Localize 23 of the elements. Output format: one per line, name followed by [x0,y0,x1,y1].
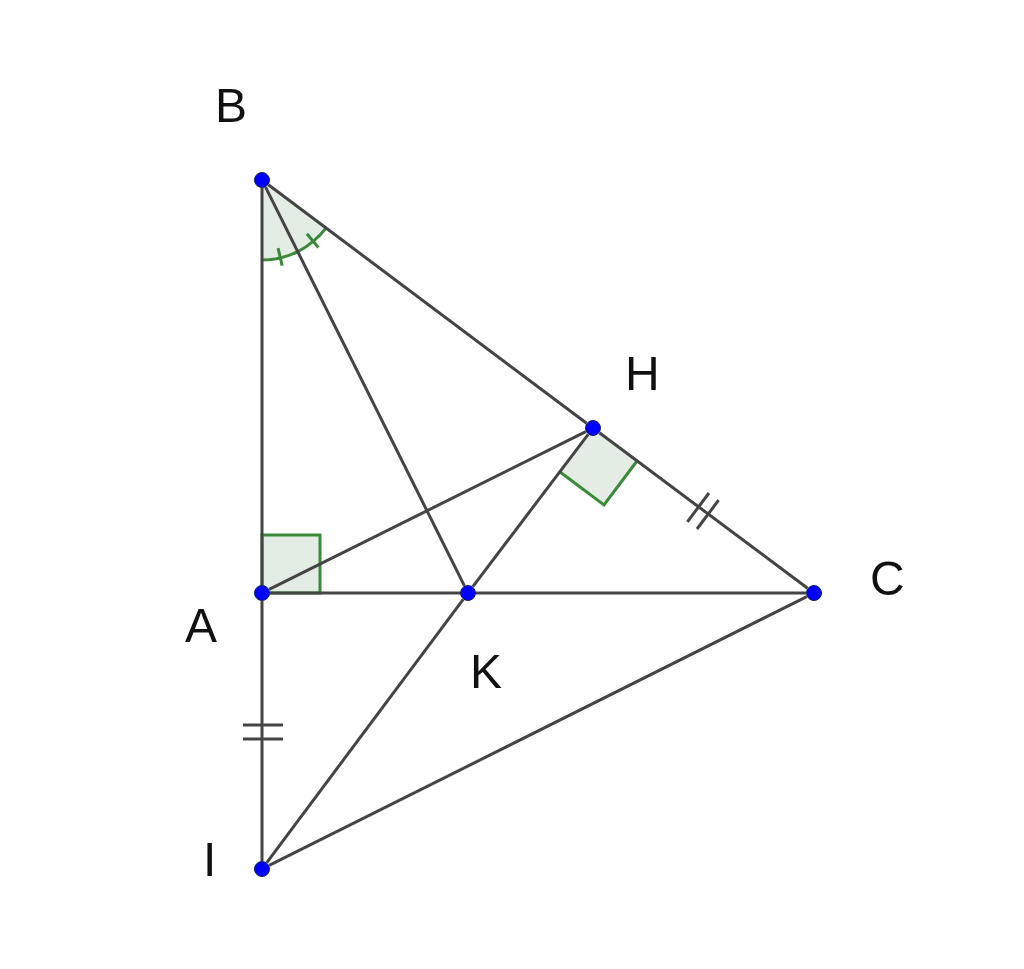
line-segment [476,591,806,595]
point-marker [254,172,270,188]
line-segment [471,433,590,588]
point-label: B [215,82,247,130]
point-label: H [625,350,660,398]
line-segment [264,186,466,587]
point-marker [254,585,270,601]
line-segment [265,598,465,864]
line-segment [268,595,808,867]
line-segment [267,183,588,425]
point-marker [460,585,476,601]
line-segment [270,591,460,595]
point-label: C [870,555,905,603]
line-segment [260,601,264,861]
point-marker [585,420,601,436]
point-label: K [470,648,502,696]
point-label: I [203,836,217,884]
point-marker [806,585,822,601]
point-label: A [185,602,217,650]
point-marker [254,861,270,877]
line-segment [598,431,809,590]
line-segment [268,430,587,591]
line-segment [260,188,264,585]
